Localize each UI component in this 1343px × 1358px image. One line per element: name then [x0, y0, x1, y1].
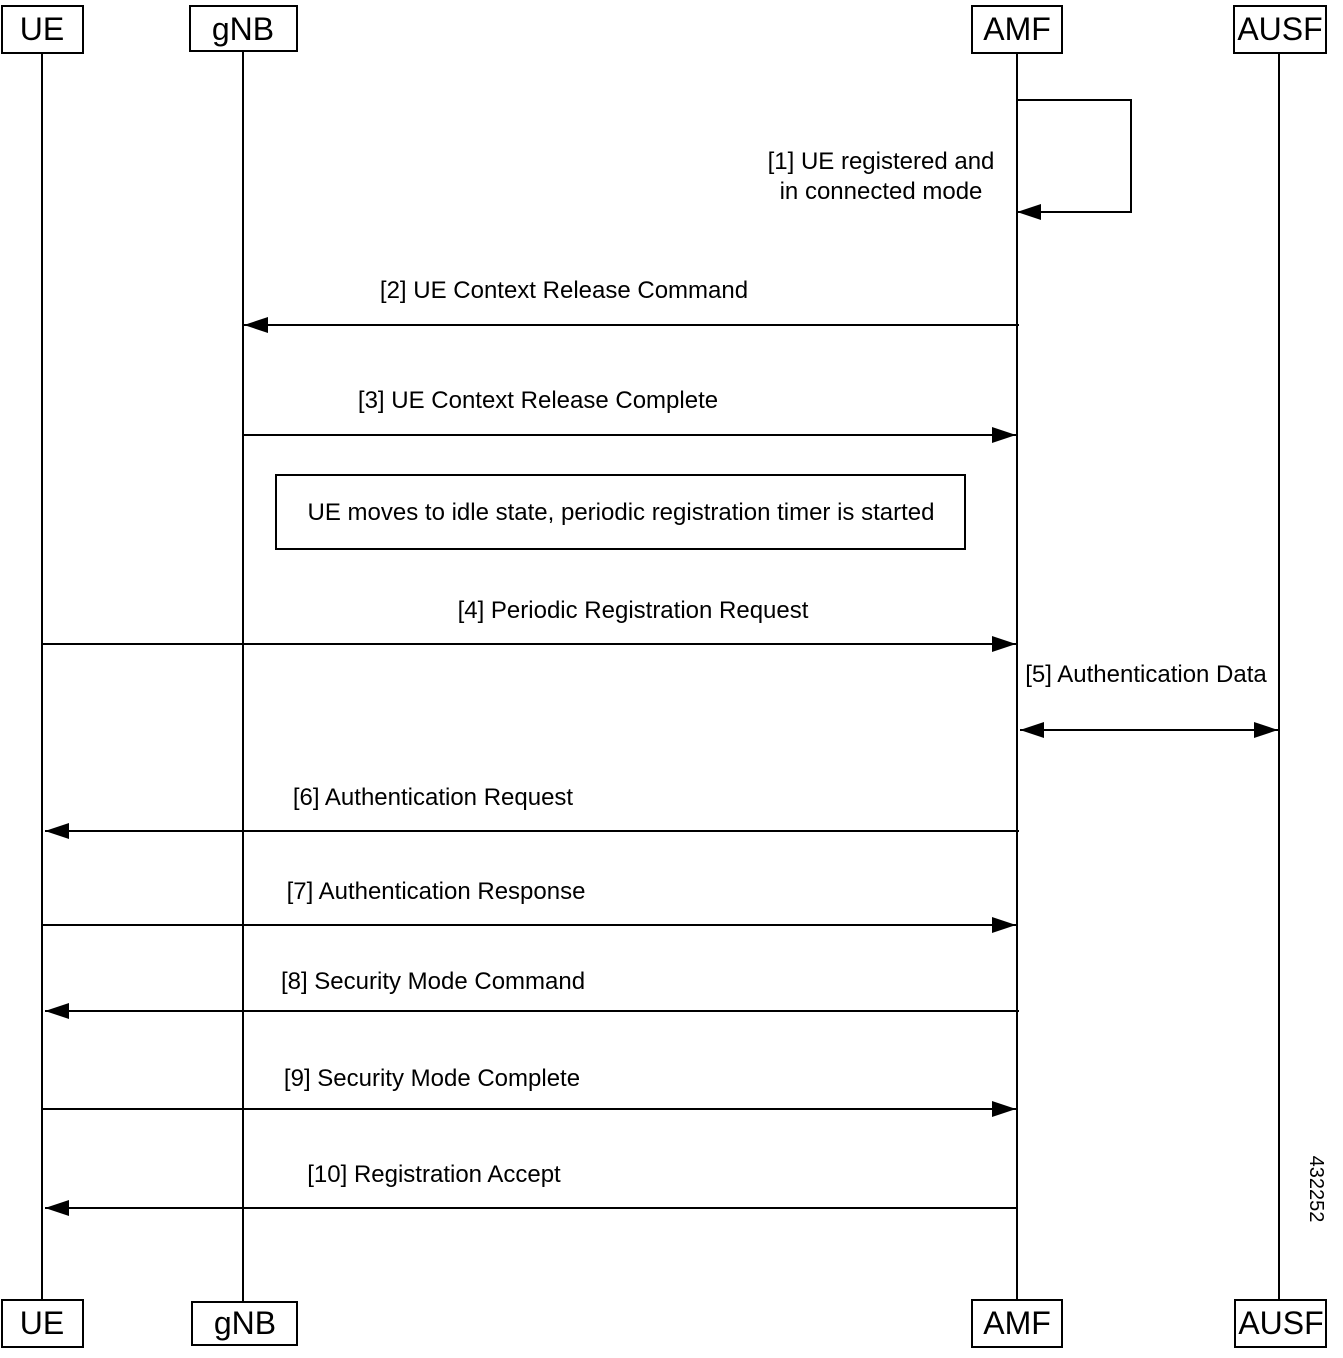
message-9: [9] Security Mode Complete: [42, 1065, 1016, 1117]
participant-ue-top: UE: [1, 5, 84, 54]
message-label: [2] UE Context Release Command: [380, 277, 748, 304]
participant-ausf-bottom: AUSF: [1234, 1299, 1327, 1348]
message-label: [8] Security Mode Command: [281, 968, 585, 995]
lifelines: [41, 51, 1280, 1302]
participant-label: gNB: [214, 1305, 276, 1341]
message-7: [7] Authentication Response: [42, 878, 1016, 933]
message-5: [5] Authentication Data: [1020, 661, 1278, 738]
participant-gnb-bottom: gNB: [191, 1301, 298, 1346]
participant-ausf-top: AUSF: [1233, 5, 1327, 54]
message-label: [1] UE registered and: [768, 148, 995, 175]
message-2: [2] UE Context Release Command: [244, 277, 1019, 333]
message-label: [9] Security Mode Complete: [284, 1065, 580, 1092]
participant-label: UE: [20, 1305, 64, 1341]
participant-label: AMF: [983, 11, 1051, 47]
message-10: [10] Registration Accept: [45, 1161, 1017, 1216]
message-label: [4] Periodic Registration Request: [458, 597, 809, 624]
participant-label: UE: [20, 11, 64, 47]
message-6: [6] Authentication Request: [45, 784, 1019, 839]
message-1-self: [1] UE registered and in connected mode: [768, 99, 1132, 220]
participant-amf-top: AMF: [971, 5, 1063, 54]
participant-label: gNB: [212, 11, 274, 47]
message-4: [4] Periodic Registration Request: [42, 597, 1016, 652]
message-label: [3] UE Context Release Complete: [358, 387, 718, 414]
message-label: [6] Authentication Request: [293, 784, 574, 811]
message-8: [8] Security Mode Command: [45, 968, 1019, 1019]
participant-gnb-top: gNB: [189, 5, 298, 52]
note-idle-state: UE moves to idle state, periodic registr…: [275, 474, 966, 550]
note-text: UE moves to idle state, periodic registr…: [308, 499, 935, 526]
participant-ue-bottom: UE: [1, 1299, 84, 1348]
message-label: [10] Registration Accept: [307, 1161, 561, 1188]
participant-label: AMF: [983, 1305, 1051, 1341]
message-label: [7] Authentication Response: [287, 878, 586, 905]
participant-amf-bottom: AMF: [971, 1299, 1063, 1348]
message-3: [3] UE Context Release Complete: [243, 387, 1016, 443]
message-label: in connected mode: [780, 178, 983, 205]
participant-label: AUSF: [1237, 11, 1322, 47]
participant-label: AUSF: [1238, 1305, 1323, 1341]
message-label: [5] Authentication Data: [1025, 661, 1267, 688]
figure-id: 432252: [1305, 1156, 1327, 1223]
